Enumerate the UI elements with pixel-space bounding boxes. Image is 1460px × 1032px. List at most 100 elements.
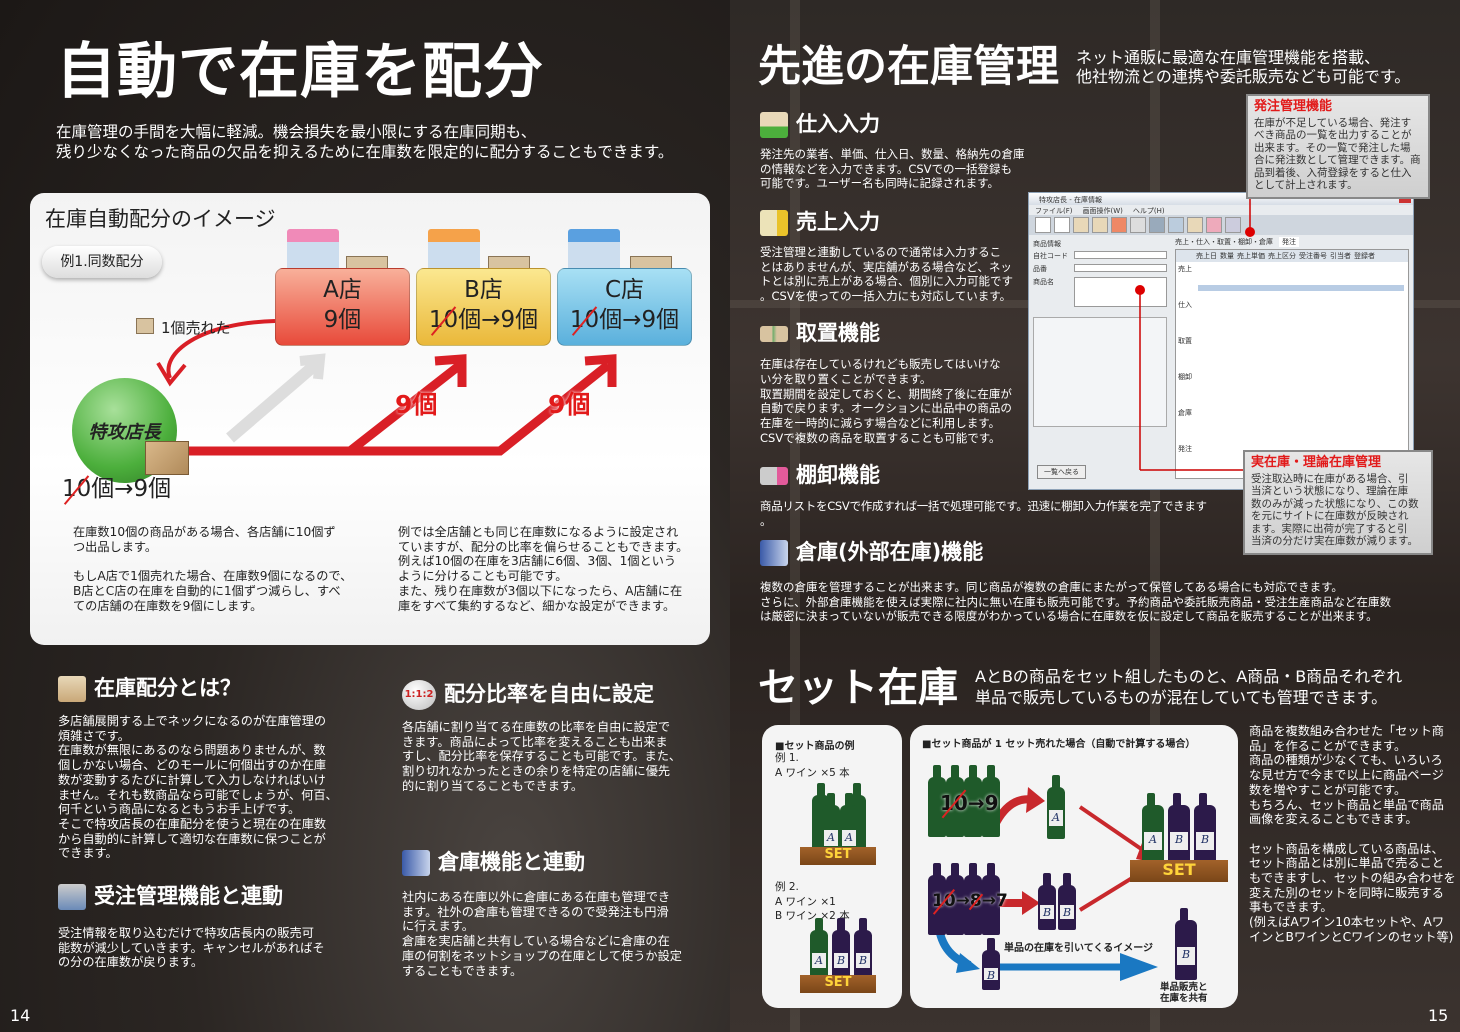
close-icon[interactable] [1399,194,1411,203]
package-icon [145,441,189,475]
ratio-icon: 1:1:2 [402,680,436,710]
example-pill: 例1.同数配分 [42,246,162,278]
set-example-panel: ■セット商品の例 例 1. A ワイン ×5 本 A A SET 例 2. A … [762,725,902,1008]
box-icon [136,318,154,334]
wine-bottle-b: B [982,938,1000,990]
wine-bottle-b: B [832,918,850,980]
page-subtitle-right: ネット通販に最適な在庫管理機能を搭載、 他社物流との連携や委託販売なども可能です… [1076,48,1411,86]
set-tray: SET [1130,860,1228,882]
store-stock: 10個→9個 [569,307,680,333]
menu-screen[interactable]: 画面操作(W) [1082,207,1123,215]
set-tray: SET [800,975,876,993]
wine-bottle-a: A [1142,793,1164,865]
toolbar-button[interactable] [1073,217,1089,233]
allocation-arrows [156,319,617,456]
allocation-diagram-panel: 在庫自動配分のイメージ 例1.同数配分 1個売れた A店 9個 B店 10個→9… [30,193,710,645]
external-warehouse-icon [760,540,788,566]
section-warehouse: 倉庫機能と連動 社内にある在庫以外に倉庫にある在庫も管理でき ます。社外の倉庫も… [402,850,682,978]
sales-yen-icon [760,210,788,236]
sold-label: 1個売れた [161,319,231,337]
toolbar-button[interactable] [1130,217,1146,233]
store-name: C店 [604,277,645,303]
product-info-pane: 商品情報 自社コード 品番 商品名 [1033,239,1167,479]
set-flow-panel: ■セット商品が 1 セット売れた場合（自動で計算する場合） 10→9 A 10→… [910,725,1238,1008]
set-stock-description: 商品を複数組み合わせた「セット商 品」を作ることができます。 商品の種類が少なく… [1249,724,1456,944]
set-stock-subtitle: AとBの商品をセット組したものと、A商品・B商品それぞれ 単品で販売しているもの… [975,667,1403,707]
tab-stock-ops[interactable]: 売上・仕入・取置・棚卸・倉庫 [1175,238,1273,246]
grid-row-labels: 売上仕入取置棚卸倉庫発注 [1178,265,1192,453]
toolbar-button[interactable] [1225,217,1241,233]
reserve-icon [760,326,788,342]
wine-bottle-a: A [810,918,828,980]
wine-bottle-b: B [1058,873,1076,930]
menu-file[interactable]: ファイル(F) [1035,207,1073,215]
store-b-card: B店 10個→9個 [416,268,551,346]
callout-actual-theoretical-stock: 実在庫・理論在庫管理受注取込時に在庫がある場合、引 当済という状態になり、理論在… [1243,450,1433,555]
toolbar-button[interactable] [1206,217,1222,233]
wine-bottle-a: A [840,793,858,860]
section-sales: 売上入力 受注管理と連動しているので通常は入力するこ とはありませんが、実店舗が… [760,210,1013,304]
callout-order-management: 発注管理機能在庫が不足している場合、発注す べき商品の一覧を出力することが 出来… [1246,94,1430,199]
set-tray: SET [800,847,876,865]
callout-pointers [1135,185,1255,471]
wine-bottle-a: A [1047,775,1065,839]
wine-bottle-b [982,863,1000,935]
wine-bottle-a [982,765,1000,837]
store-c-card: C店 10個→9個 [557,268,692,346]
store-stock: 10個→9個 [428,307,539,333]
section-order-link: 受注管理機能と連動 受注情報を取り込むだけで特攻店長内の販売可 能数が減少してい… [58,884,325,970]
section-purchase: 仕入入力 発注先の業者、単価、仕入日、数量、格納先の倉庫 の情報などを入力できま… [760,112,1025,191]
toolbar-button[interactable] [1149,217,1165,233]
wine-bottle-b: B [1168,793,1190,865]
section-stocktake: 棚卸機能 商品リストをCSVで作成すれば一括で処理可能です。迅速に棚卸入力作業を… [760,463,1207,528]
inventory-icon [760,467,788,485]
warehouse-icon [402,850,430,876]
page-number-left: 14 [10,1006,31,1025]
toolbar-button[interactable] [1092,217,1108,233]
panel-title: 在庫自動配分のイメージ [45,207,276,231]
panel-text-right: 例では全店舗とも同じ在庫数になるように設定され ていますが、配分の比率を偏らせる… [398,525,689,613]
menu-bar: ファイル(F) 画面操作(W) ヘルプ(H) [1029,205,1413,215]
intro-text: 在庫管理の手間を大幅に軽減。機会損失を最小限にする在庫同期も、 残り少なくなった… [56,123,674,161]
toolbar-button[interactable] [1187,217,1203,233]
item-number-field[interactable] [1074,264,1167,272]
product-name-field[interactable] [1074,277,1167,307]
arrow-label-c: 9個 [548,390,591,419]
store-b-icon [428,229,480,273]
store-name: B店 [464,277,503,303]
toolbar-button[interactable] [1035,217,1051,233]
page-title-left: 自動で在庫を配分 [56,37,544,107]
a-stock-change: 10→9 [940,791,999,815]
page-title-right: 先進の在庫管理 [758,42,1059,92]
store-name: A店 [323,277,362,303]
menu-help[interactable]: ヘルプ(H) [1132,207,1165,215]
cash-register-icon [58,884,86,910]
source-stock: 10個→9個 [62,476,172,502]
code-field[interactable] [1074,251,1167,259]
wine-bottle-a [964,765,982,837]
stock-settings-group [1033,317,1167,427]
grid-header: 売上日数量売上単価売上区分受注番号引当者登録者 [1176,250,1408,262]
back-to-list-button[interactable]: 一覧へ戻る [1037,465,1086,479]
toolbar-button[interactable] [1111,217,1127,233]
wine-bottle-b: B [854,918,872,980]
page-number-right: 15 [1428,1006,1449,1025]
tab-order[interactable]: 発注 [1279,237,1299,247]
section-external-warehouse: 倉庫(外部在庫)機能 複数の倉庫を管理することが出来ます。同じ商品が複数の倉庫に… [760,540,1391,624]
app-window-screenshot: 特攻店長 - 在庫情報 ファイル(F) 画面操作(W) ヘルプ(H) 商品情報 … [1028,192,1414,490]
share-stock-label: 単品販売と 在庫を共有 [1160,982,1208,1004]
stock-grid: 売上日数量売上単価売上区分受注番号引当者登録者 売上仕入取置棚卸倉庫発注 [1175,249,1409,479]
tab-bar: 売上・仕入・取置・棚卸・倉庫 発注 [1175,237,1299,247]
panel-text-left: 在庫数10個の商品がある場合、各店舗に10個ず つ出品します。 もしA店で1個売… [73,525,353,613]
toolbar [1029,215,1413,235]
selected-row[interactable] [1198,285,1404,291]
wine-bottle-b: B [1175,908,1197,980]
purchase-input-icon [760,112,788,138]
toolbar-button[interactable] [1054,217,1070,233]
wine-bottle-b: B [1194,793,1216,865]
toolbar-button[interactable] [1168,217,1184,233]
arrow-label-b: 9個 [395,390,438,419]
section-allocation: 在庫配分とは？ 多店舗展開する上でネックになるのが在庫管理の 煩雑さです。 在庫… [58,676,338,861]
wine-bottle-a: A [822,793,840,860]
